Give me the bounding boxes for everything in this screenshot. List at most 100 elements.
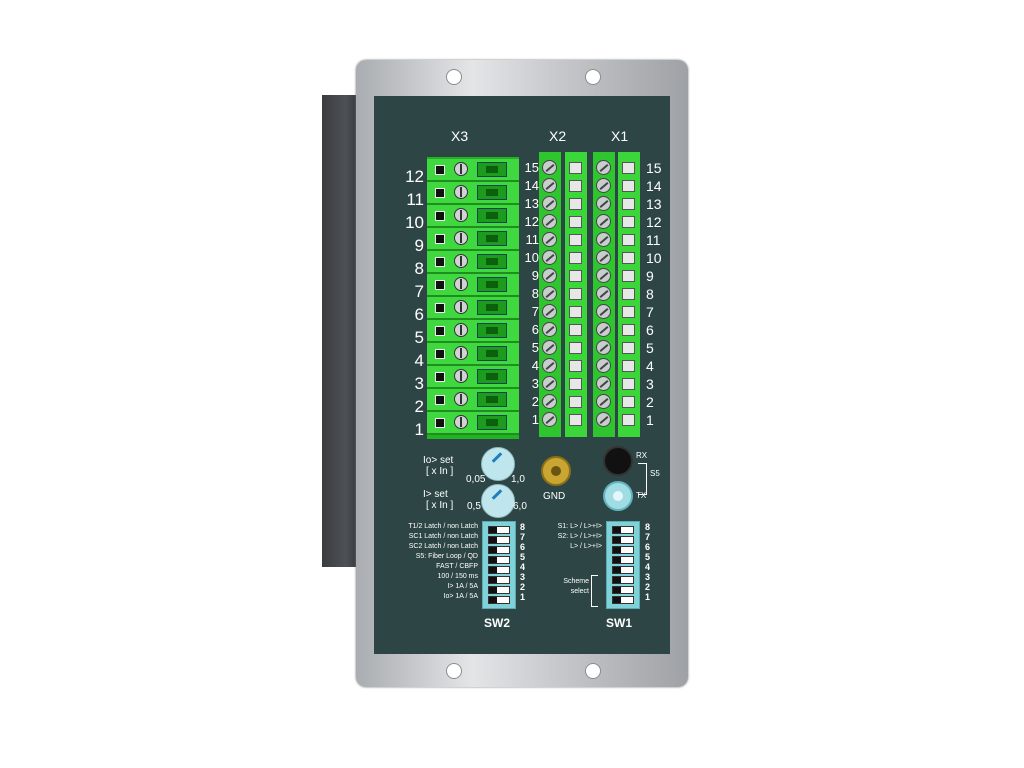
sw2-switch-lever[interactable] [488,526,510,534]
x1-screw-icon[interactable] [596,268,611,283]
x1-screw-icon[interactable] [596,196,611,211]
x3-plug-connector[interactable] [477,415,507,430]
x2-screw-icon[interactable] [542,214,557,229]
x3-plug-connector[interactable] [477,208,507,223]
x1-screw-icon[interactable] [596,412,611,427]
x1-contact-square [622,306,635,318]
x1-screw-icon[interactable] [596,304,611,319]
x1-screw-icon[interactable] [596,394,611,409]
x1-screw-icon[interactable] [596,340,611,355]
x2-screw-icon[interactable] [542,286,557,301]
x3-plug-connector[interactable] [477,231,507,246]
x2-terminal-number: 12 [524,214,539,229]
x3-screw-icon[interactable] [454,162,468,176]
gnd-terminal[interactable] [541,456,571,486]
sw1-switch-lever[interactable] [612,576,634,584]
x3-terminal-row[interactable] [427,159,519,182]
x3-terminal-row[interactable] [427,389,519,412]
x3-screw-icon[interactable] [454,323,468,337]
x3-screw-icon[interactable] [454,415,468,429]
x3-terminal-block[interactable] [427,157,519,439]
x3-screw-icon[interactable] [454,369,468,383]
x3-terminal-row[interactable] [427,320,519,343]
x2-screw-strip[interactable] [539,152,561,437]
sw1-switch-lever[interactable] [612,596,634,604]
x2-screw-icon[interactable] [542,412,557,427]
x3-plug-connector[interactable] [477,185,507,200]
x3-plug-connector[interactable] [477,254,507,269]
x1-screw-strip[interactable] [593,152,615,437]
x2-screw-icon[interactable] [542,394,557,409]
x2-screw-icon[interactable] [542,178,557,193]
sw1-switch-lever[interactable] [612,526,634,534]
sw2-switch-lever[interactable] [488,576,510,584]
x1-screw-icon[interactable] [596,178,611,193]
x3-screw-icon[interactable] [454,300,468,314]
x3-terminal-row[interactable] [427,182,519,205]
x3-plug-connector[interactable] [477,369,507,384]
x3-screw-icon[interactable] [454,392,468,406]
x2-screw-icon[interactable] [542,232,557,247]
x1-screw-icon[interactable] [596,214,611,229]
x1-terminal-number: 13 [646,196,662,212]
x3-plug-connector[interactable] [477,277,507,292]
x3-terminal-row[interactable] [427,251,519,274]
sw1-switch-lever[interactable] [612,566,634,574]
x1-screw-icon[interactable] [596,160,611,175]
x1-screw-icon[interactable] [596,322,611,337]
sw2-switch-lever[interactable] [488,596,510,604]
sw1-switch-lever[interactable] [612,536,634,544]
x1-screw-icon[interactable] [596,376,611,391]
rx-port[interactable] [603,446,633,476]
x3-plug-connector[interactable] [477,162,507,177]
x1-terminal-number: 9 [646,268,654,284]
x3-screw-icon[interactable] [454,185,468,199]
x2-screw-icon[interactable] [542,160,557,175]
x2-screw-icon[interactable] [542,196,557,211]
x2-screw-icon[interactable] [542,322,557,337]
x3-terminal-number: 10 [405,213,424,232]
x3-terminal-row[interactable] [427,228,519,251]
x1-screw-icon[interactable] [596,358,611,373]
sw2-switch-number: 5 [520,552,526,562]
x2-screw-icon[interactable] [542,268,557,283]
x2-screw-icon[interactable] [542,340,557,355]
x2-terminal-number: 4 [531,358,539,373]
x3-screw-icon[interactable] [454,277,468,291]
sw2-switch-lever[interactable] [488,536,510,544]
sw2-switch-lever[interactable] [488,586,510,594]
i-set-knob[interactable] [481,484,515,518]
x3-terminal-row[interactable] [427,205,519,228]
sw2-switch-lever[interactable] [488,556,510,564]
sw2-switch-lever[interactable] [488,566,510,574]
sw1-switch-lever[interactable] [612,586,634,594]
sw2-switch-lever[interactable] [488,546,510,554]
x3-screw-icon[interactable] [454,346,468,360]
sw1-switch-lever[interactable] [612,546,634,554]
sw1-switch-lever[interactable] [612,556,634,564]
io-set-knob[interactable] [481,447,515,481]
x3-plug-connector[interactable] [477,392,507,407]
x2-contact-square [569,306,582,318]
x1-screw-icon[interactable] [596,286,611,301]
x3-terminal-row[interactable] [427,366,519,389]
x2-screw-icon[interactable] [542,376,557,391]
x3-terminal-row[interactable] [427,274,519,297]
x1-screw-icon[interactable] [596,250,611,265]
x3-plug-connector[interactable] [477,300,507,315]
x2-screw-icon[interactable] [542,250,557,265]
x3-plug-connector[interactable] [477,346,507,361]
x3-screw-icon[interactable] [454,231,468,245]
x3-plug-connector[interactable] [477,323,507,338]
x3-screw-icon[interactable] [454,254,468,268]
sw2-dip-switch[interactable] [482,521,516,609]
x2-screw-icon[interactable] [542,358,557,373]
x3-terminal-row[interactable] [427,412,519,435]
x3-terminal-row[interactable] [427,343,519,366]
x3-terminal-row[interactable] [427,297,519,320]
x1-screw-icon[interactable] [596,232,611,247]
sw1-dip-switch[interactable] [606,521,640,609]
tx-port[interactable] [603,481,633,511]
x2-screw-icon[interactable] [542,304,557,319]
x3-screw-icon[interactable] [454,208,468,222]
